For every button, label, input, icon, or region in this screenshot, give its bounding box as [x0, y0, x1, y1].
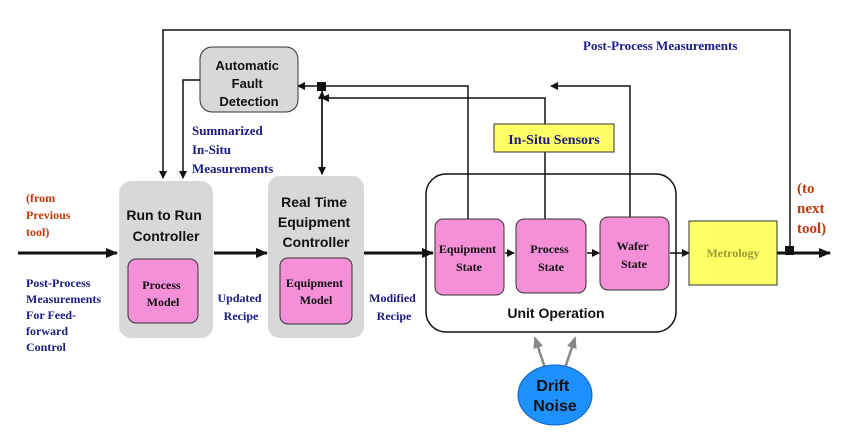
process-state-box: [515, 218, 587, 294]
from-previous-line-3: tool): [26, 225, 49, 239]
r2r-controller-line-1: Run to Run: [126, 207, 201, 223]
equipment-model-line-1: Equipment: [286, 276, 343, 290]
wafer-state-line-1: Wafer: [617, 239, 650, 253]
updated-recipe-line-2: Recipe: [224, 309, 259, 323]
process-state-line-1: Process: [530, 242, 569, 256]
to-next-line-2: next: [797, 201, 825, 217]
updated-recipe-line-1: Updated: [217, 291, 261, 305]
from-previous-line-1: (from: [26, 191, 55, 205]
fault-detection-line-3: Detection: [219, 94, 278, 109]
drift-arrow-right: [563, 336, 577, 369]
sensor-bus-line: [297, 82, 469, 220]
svg-text:(from Previous tool): (from Previous tool): [26, 191, 73, 239]
svg-text:Updated Recipe: Updated Recipe: [217, 291, 264, 323]
to-next-line-1: (to: [797, 181, 815, 197]
feedforward-line-1: Post-Process: [26, 276, 91, 290]
process-model-line-2: Model: [147, 295, 180, 309]
drift-label: Drift: [536, 378, 570, 395]
svg-text:Process State: Process State: [530, 242, 571, 274]
rt-controller-line-3: Controller: [283, 234, 350, 250]
feedback-loop-line: [159, 29, 791, 250]
svg-text:Post-Process Measurements: Post-Process Measurements For Feed- forw…: [26, 276, 104, 354]
insitu-sensors-box: [493, 123, 615, 153]
svg-text:Summarized In-Situ Mea: Summarized In-Situ Measurements: [192, 123, 273, 176]
summarized-line-2: In-Situ: [192, 142, 231, 157]
equipment-state-line-1: Equipment: [439, 242, 496, 256]
rt-controller-line-2: Equipment: [278, 214, 351, 230]
svg-text:Wafer State: Wafer State: [617, 239, 652, 271]
post-process-top-label: Post-Process Measurements: [583, 38, 737, 53]
svg-text:Modified Recipe: Modified Recipe: [369, 291, 419, 323]
fault-to-r2r-line: [179, 79, 200, 179]
equipment-state-box: [434, 218, 505, 296]
modified-recipe-line-1: Modified: [369, 291, 416, 305]
r2r-controller-line-2: Controller: [133, 228, 200, 244]
equipment-state-line-2: State: [456, 260, 483, 274]
from-previous-line-2: Previous: [26, 208, 71, 222]
process-state-line-2: State: [538, 260, 565, 274]
summarized-line-3: Measurements: [192, 161, 273, 176]
svg-text:Drift Noise: Drift Noise: [533, 378, 577, 415]
to-next-line-3: tool): [797, 221, 826, 237]
svg-text:Run to Run Controller: Run to Run Controller: [126, 207, 205, 244]
unit-operation-label: Unit Operation: [507, 305, 604, 321]
svg-text:Equipment Model: Equipment Model: [286, 276, 346, 307]
svg-text:Process Model: Process Model: [142, 278, 183, 309]
insitu-sensors-label: In-Situ Sensors: [508, 133, 600, 148]
fault-detection-line-1: Automatic: [215, 58, 279, 73]
summarized-line-1: Summarized: [192, 123, 264, 138]
fault-detection-box: [199, 46, 299, 113]
metrology-label: Metrology: [706, 246, 759, 260]
svg-text:Real Time Equipment Co: Real Time Equipment Controller: [278, 194, 354, 250]
process-state-tap-line: [321, 94, 546, 220]
svg-text:Equipment State: Equipment State: [439, 242, 499, 274]
unit-operation-frame: [425, 173, 677, 333]
drift-arrow-left: [533, 336, 547, 369]
rt-controller-line-1: Real Time: [281, 194, 347, 210]
feedforward-line-4: forward: [26, 324, 68, 338]
equipment-model-box: [279, 257, 353, 325]
noise-label: Noise: [533, 398, 577, 415]
wafer-state-line-2: State: [621, 257, 648, 271]
equipment-model-line-2: Model: [300, 293, 333, 307]
metrology-box: [688, 220, 778, 286]
feedforward-line-2: Measurements: [26, 292, 101, 306]
fault-detection-line-2: Fault: [232, 76, 264, 91]
output-junction-node: [785, 246, 794, 255]
wafer-state-box: [599, 216, 670, 291]
svg-text:(to next tool): (to next tool): [797, 181, 828, 237]
junction-node: [317, 82, 326, 91]
process-model-box: [127, 258, 199, 324]
drift-noise-ellipse: [517, 364, 593, 426]
feedforward-line-3: For Feed-: [26, 308, 76, 322]
svg-text:Automatic Fault Detect: Automatic Fault Detection: [215, 58, 282, 109]
process-model-line-1: Process: [142, 278, 181, 292]
modified-recipe-line-2: Recipe: [377, 309, 412, 323]
feedforward-line-5: Control: [26, 340, 66, 354]
